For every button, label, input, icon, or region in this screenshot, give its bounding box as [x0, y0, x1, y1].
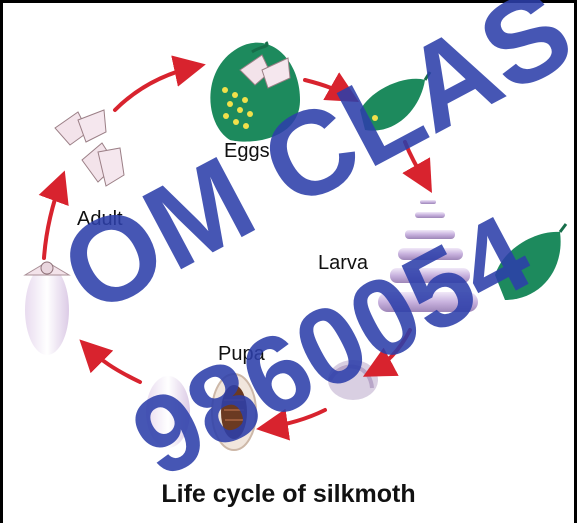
arrow-leaf-to-larva [405, 142, 428, 186]
egg-leaf-icon [210, 42, 300, 142]
diagram-caption: Life cycle of silkmoth [0, 480, 577, 509]
mulberry-leaf-icon [495, 224, 566, 300]
emerging-moth-cocoon-icon [25, 262, 69, 355]
cocoon-icon [146, 376, 190, 448]
arrow-emerging-to-adult [44, 178, 62, 258]
stage-label-larva: Larva [318, 252, 368, 275]
stage-label-adult: Adult [77, 208, 123, 231]
larva-icon [378, 200, 478, 312]
arrow-adult-to-eggs [115, 66, 198, 110]
spinning-larva-icon [328, 360, 378, 400]
adult-moth-icon [55, 110, 124, 186]
small-egg-leaf-icon [360, 72, 430, 131]
arrow-eggs-to-leaf [305, 80, 352, 98]
pupa-icon [212, 374, 256, 450]
arrow-cocoon-to-emerging [85, 345, 140, 382]
arrow-spinning-to-pupa [264, 410, 325, 428]
arrow-larva-to-spinning [370, 330, 410, 373]
stage-label-eggs: Eggs [224, 140, 270, 163]
stage-label-pupa: Pupa [218, 343, 265, 366]
